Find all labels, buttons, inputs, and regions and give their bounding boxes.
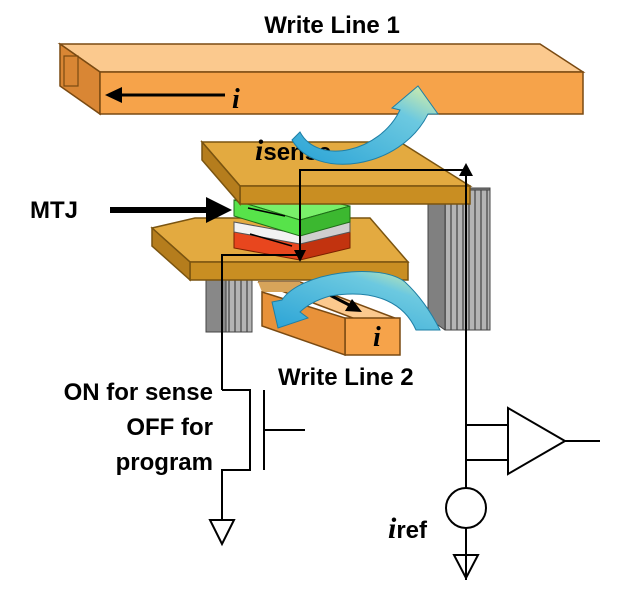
arrow-head-down-right-icon (345, 299, 362, 312)
field-arrow-2 (271, 271, 441, 331)
write-line-1-current-symbol: i (232, 84, 240, 115)
sense-arrow-up-icon (459, 163, 473, 176)
mtj-pointer-arrow (110, 197, 232, 223)
right-pillar (427, 187, 491, 331)
off-for-label: OFF for (126, 414, 213, 441)
sense-current-path (221, 169, 467, 580)
write-line-2-label: Write Line 2 (278, 364, 414, 391)
program-label: program (116, 449, 213, 476)
mtj-label: MTJ (30, 197, 78, 224)
on-for-sense-label: ON for sense (64, 379, 213, 406)
write-line-2-current-symbol: i (373, 322, 381, 353)
access-transistor (221, 389, 305, 520)
arrow-head-right-icon (206, 197, 232, 223)
field-arrow-1 (291, 85, 439, 165)
sense-amplifier (465, 406, 600, 490)
arrow-head-left-icon (105, 87, 122, 103)
left-pillars (205, 277, 253, 333)
i-ref-label: iref (388, 512, 428, 545)
write-line-1: i (57, 42, 586, 116)
ground-icon (452, 554, 480, 581)
sense-arrow-down-icon (294, 250, 306, 262)
ground-icon (208, 519, 236, 547)
reference-current-source (445, 487, 487, 555)
write-line-1-label: Write Line 1 (264, 12, 400, 39)
